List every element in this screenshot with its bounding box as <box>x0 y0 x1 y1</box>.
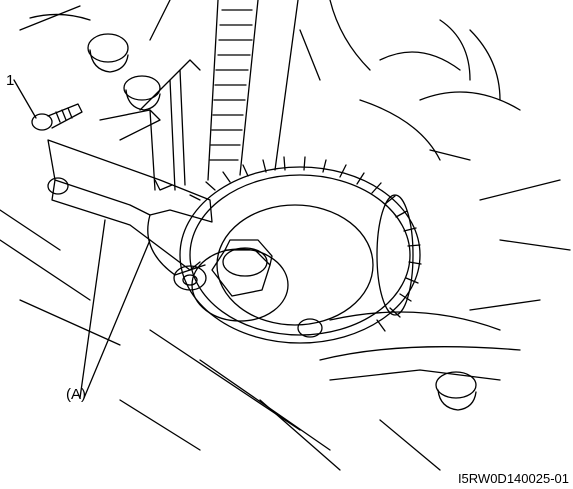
leader-lines <box>13 79 151 399</box>
camshaft-sprocket <box>179 156 422 344</box>
sprocket-holding-tool <box>47 109 213 291</box>
bolt-1 <box>31 103 83 131</box>
engine-block-lines <box>0 0 571 471</box>
callout-label-a: (A) <box>66 386 86 403</box>
timing-belt <box>207 0 299 181</box>
figure-id: I5RW0D140025-01 <box>457 471 569 486</box>
background-bolts <box>87 33 477 411</box>
sprocket-bolt <box>191 239 289 322</box>
callout-label-1: 1 <box>6 72 15 89</box>
